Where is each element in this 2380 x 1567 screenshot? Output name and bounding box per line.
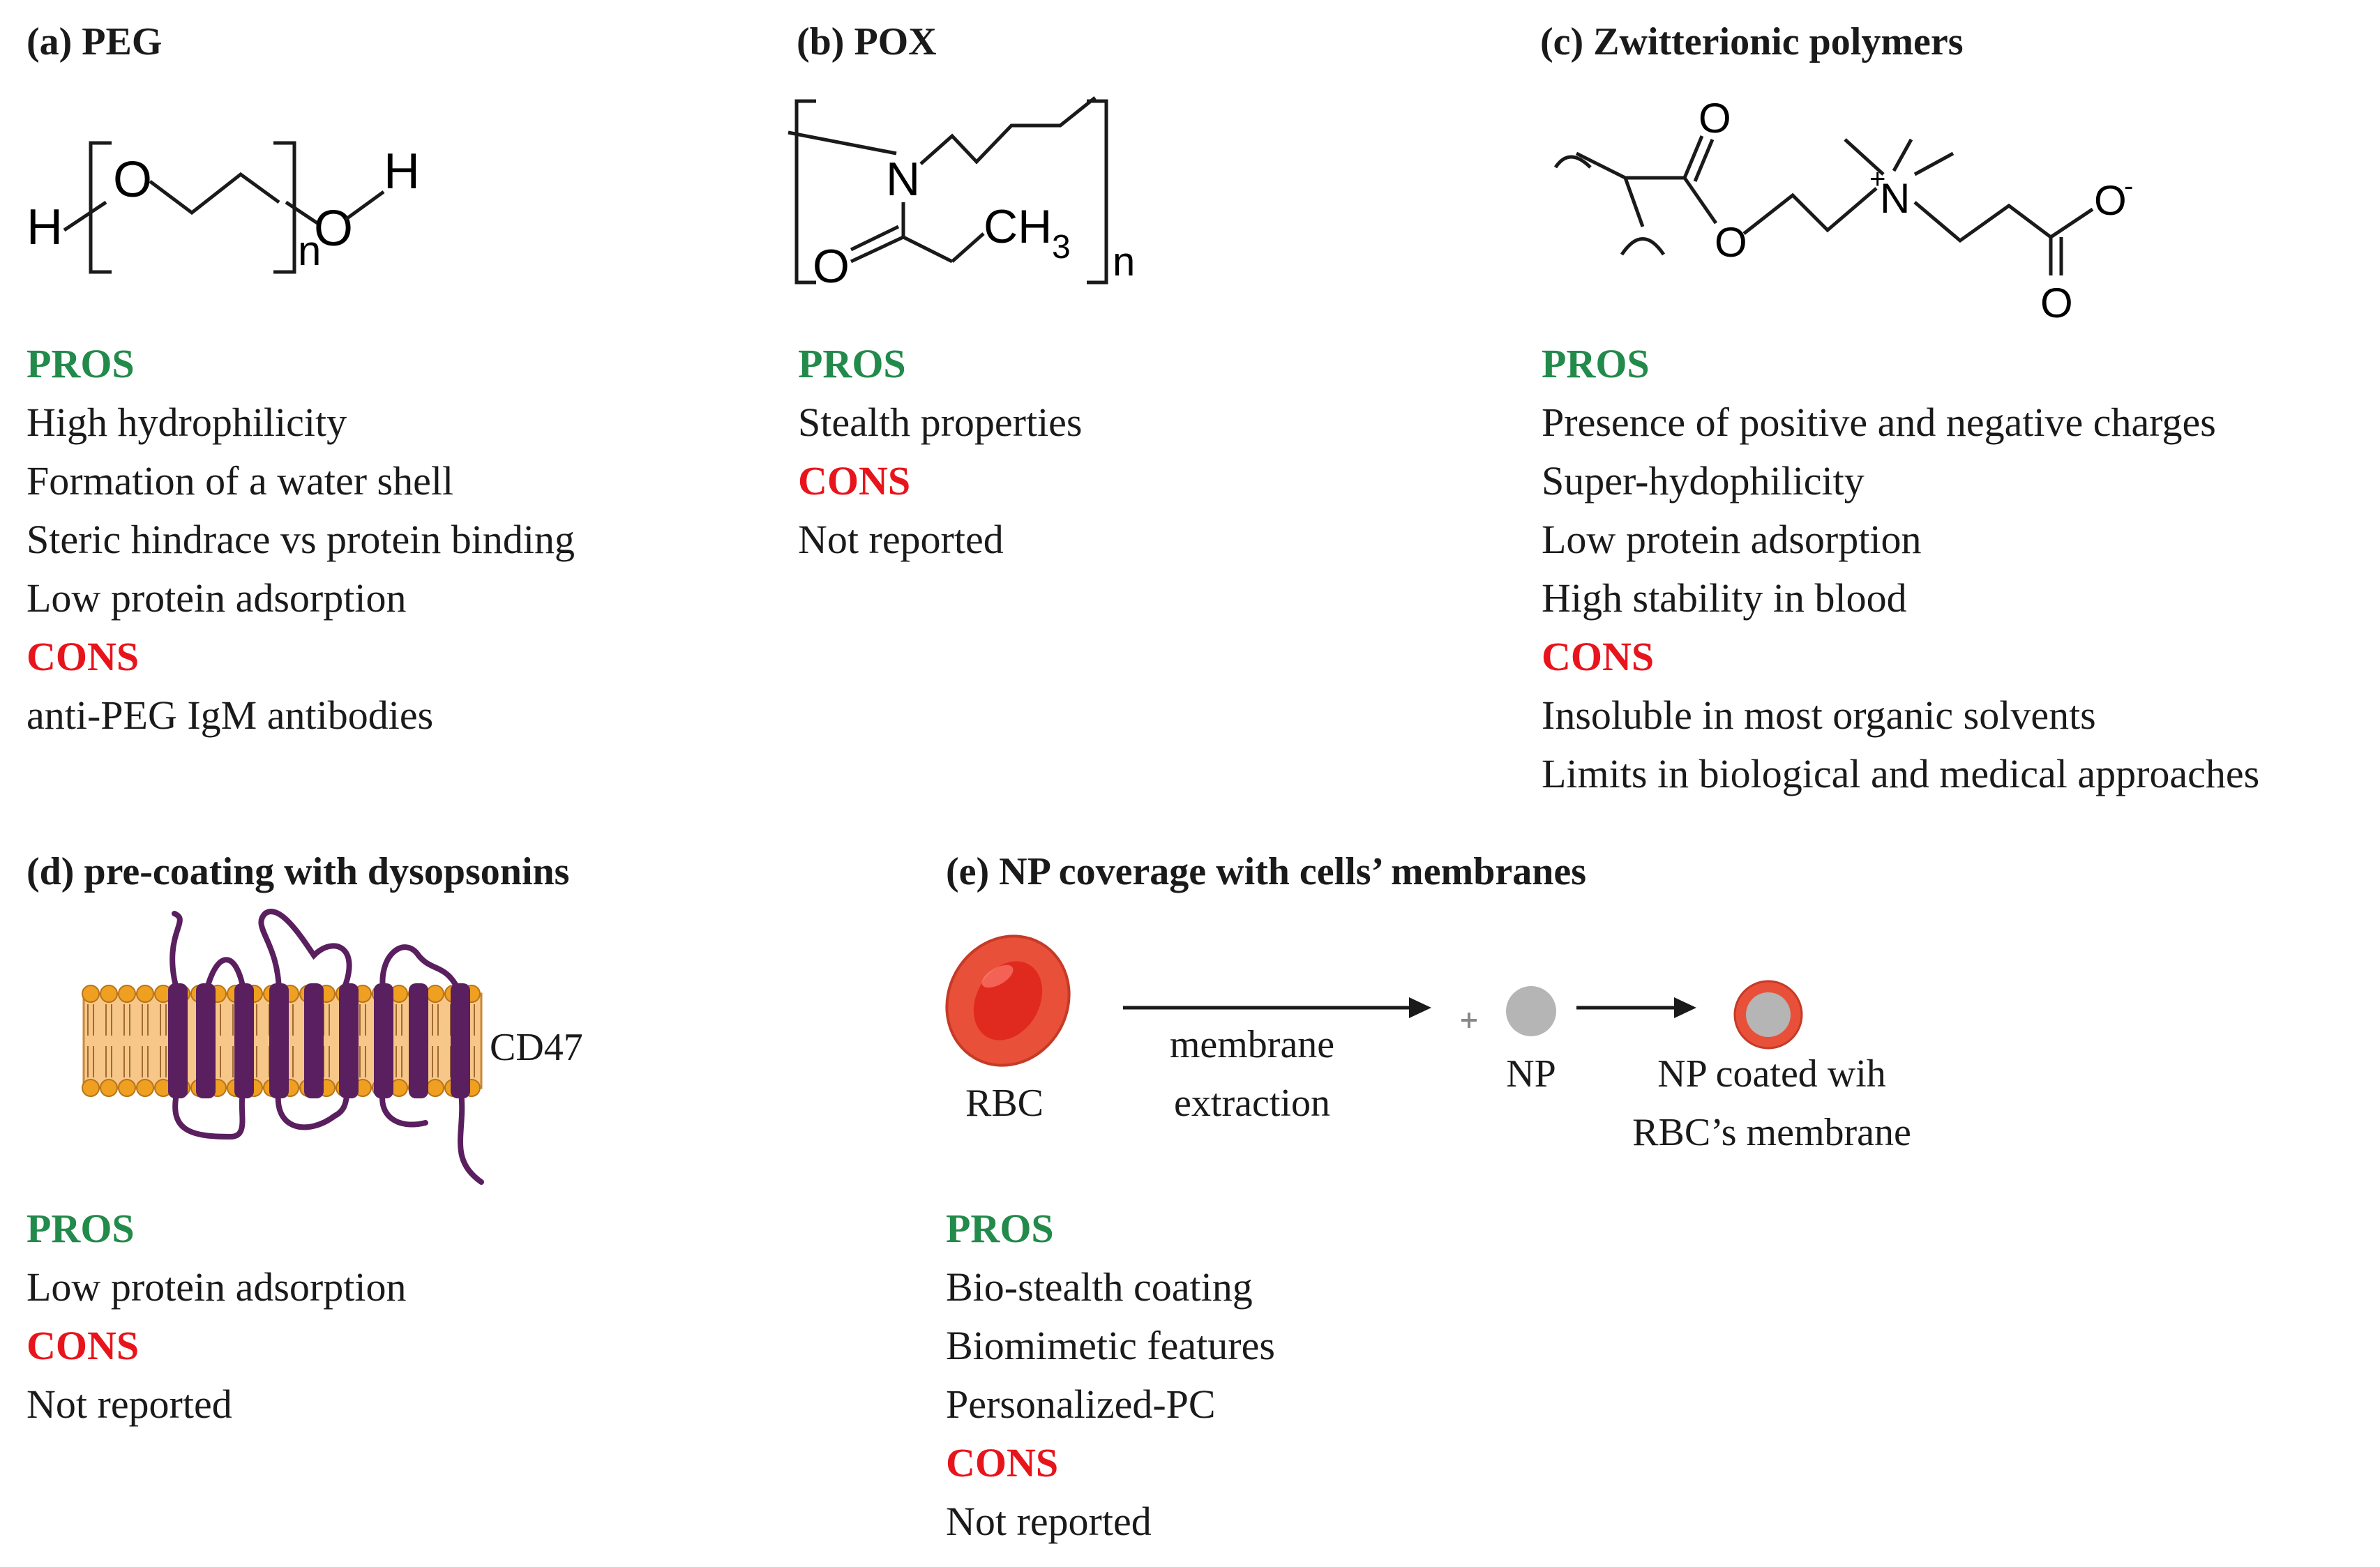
cons-item: Not reported [27, 1381, 232, 1427]
cons-label: CONS [27, 1323, 140, 1368]
pros-label: PROS [27, 1206, 135, 1251]
pros-item: Formation of a water shell [27, 458, 454, 504]
cd47-helix [304, 983, 324, 1098]
lipid-head [100, 985, 118, 1003]
pros-label: PROS [798, 341, 906, 386]
cd47-helix [374, 983, 393, 1098]
panel-b-title: (b) POX [797, 20, 937, 63]
panel-a-list: PROS High hydrophilicity Formation of a … [27, 335, 575, 745]
lipid-head [100, 1079, 118, 1097]
panel-d-title: (d) pre-coating with dysopsonins [27, 850, 570, 893]
panel-e-title: (e) NP coverage with cells’ membranes [946, 850, 1586, 893]
peg-h-right: H [384, 144, 420, 199]
np-particle [1506, 986, 1556, 1036]
pros-item: Steric hindrace vs protein binding [27, 517, 575, 562]
cons-item: Not reported [798, 517, 1004, 562]
cons-label: CONS [1542, 634, 1655, 679]
pros-item: High stability in blood [1542, 575, 1907, 621]
pros-item: Low protein adsorption [27, 575, 407, 621]
membrane-cd47-diagram [82, 909, 484, 1185]
peg-h-left: H [27, 199, 63, 255]
pox-n-atom: N [886, 153, 920, 206]
rbc-cell [945, 934, 1071, 1067]
pox-structure: N O CH 3 n [788, 96, 1135, 293]
cd47-helix [339, 983, 359, 1098]
lipid-head [136, 1079, 154, 1097]
cd47-intracellular-loops [172, 1085, 484, 1185]
pros-item: Bio-stealth coating [946, 1264, 1253, 1310]
zw-minus: - [2124, 171, 2133, 202]
pros-item: Stealth properties [798, 400, 1083, 445]
rbc-label: RBC [965, 1082, 1044, 1125]
peg-structure: H O n O H [27, 141, 420, 274]
cons-label: CONS [798, 458, 911, 504]
cd47-helix [234, 983, 254, 1098]
pox-n: n [1113, 239, 1135, 285]
zwitterion-structure: O O N + O - O [1553, 95, 2133, 326]
peg-o1: O [113, 152, 152, 208]
zw-o-bottom: O [2040, 280, 2073, 326]
peg-n: n [298, 227, 321, 274]
lipid-head [82, 985, 100, 1003]
panel-d-list: PROS Low protein adsorption CONS Not rep… [27, 1199, 406, 1434]
lipid-head [82, 1079, 100, 1097]
cd47-helix [269, 983, 289, 1098]
cd47-helix [451, 983, 470, 1098]
lipid-head [426, 985, 444, 1003]
cons-item: Not reported [946, 1499, 1152, 1544]
panel-b-list: PROS Stealth properties CONS Not reporte… [798, 335, 1083, 569]
product-label-line1: NP coated wih [1657, 1052, 1886, 1096]
rbc-coating-diagram [945, 934, 1803, 1067]
panel-c-list: PROS Presence of positive and negative c… [1542, 335, 2259, 803]
pros-item: High hydrophilicity [27, 400, 347, 445]
cd47-helix [196, 983, 216, 1098]
cons-item: anti-PEG IgM antibodies [27, 692, 434, 738]
peg-o2: O [314, 201, 353, 257]
pox-ch3: CH [984, 200, 1052, 253]
zw-n-plus: N [1880, 175, 1910, 222]
panel-a-title: (a) PEG [27, 20, 163, 63]
product-label-line2: RBC’s membrane [1632, 1111, 1911, 1154]
cons-label: CONS [27, 634, 140, 679]
pros-label: PROS [1542, 341, 1650, 386]
lipid-head [118, 1079, 136, 1097]
cons-label: CONS [946, 1440, 1059, 1485]
pox-o-atom: O [813, 240, 850, 293]
panel-e-list: PROS Bio-stealth coating Biomimetic feat… [946, 1199, 1275, 1551]
panel-c-title: (c) Zwitterionic polymers [1540, 20, 1964, 63]
cd47-label: CD47 [490, 1026, 583, 1069]
cd47-extracellular-loops [170, 909, 463, 997]
cd47-helix [409, 983, 428, 1098]
pros-item: Low protein adsorption [1542, 517, 1922, 562]
cons-item: Limits in biological and medical approac… [1542, 751, 2260, 796]
zw-o-top: O [1699, 95, 1731, 142]
cd47-helices [168, 983, 470, 1098]
pros-item: Personalized-PC [946, 1381, 1216, 1427]
pros-item: Super-hydophilicity [1542, 458, 1865, 504]
np-label: NP [1506, 1052, 1556, 1096]
pros-label: PROS [946, 1206, 1054, 1251]
lipid-head [118, 985, 136, 1003]
lipid-head [136, 985, 154, 1003]
lipid-head [426, 1079, 444, 1097]
pros-label: PROS [27, 341, 135, 386]
zw-o-minus: O [2094, 177, 2127, 224]
pros-item: Biomimetic features [946, 1323, 1275, 1368]
pros-item: Presence of positive and negative charge… [1542, 400, 2216, 445]
zw-o-ester: O [1715, 219, 1747, 266]
cd47-helix [168, 983, 188, 1098]
arrow1-label-line2: extraction [1174, 1082, 1330, 1125]
pox-ch3-sub: 3 [1052, 229, 1071, 266]
cons-item: Insoluble in most organic solvents [1542, 692, 2096, 738]
pros-item: Low protein adsorption [27, 1264, 407, 1310]
arrow1-label-line1: membrane [1169, 1023, 1335, 1066]
